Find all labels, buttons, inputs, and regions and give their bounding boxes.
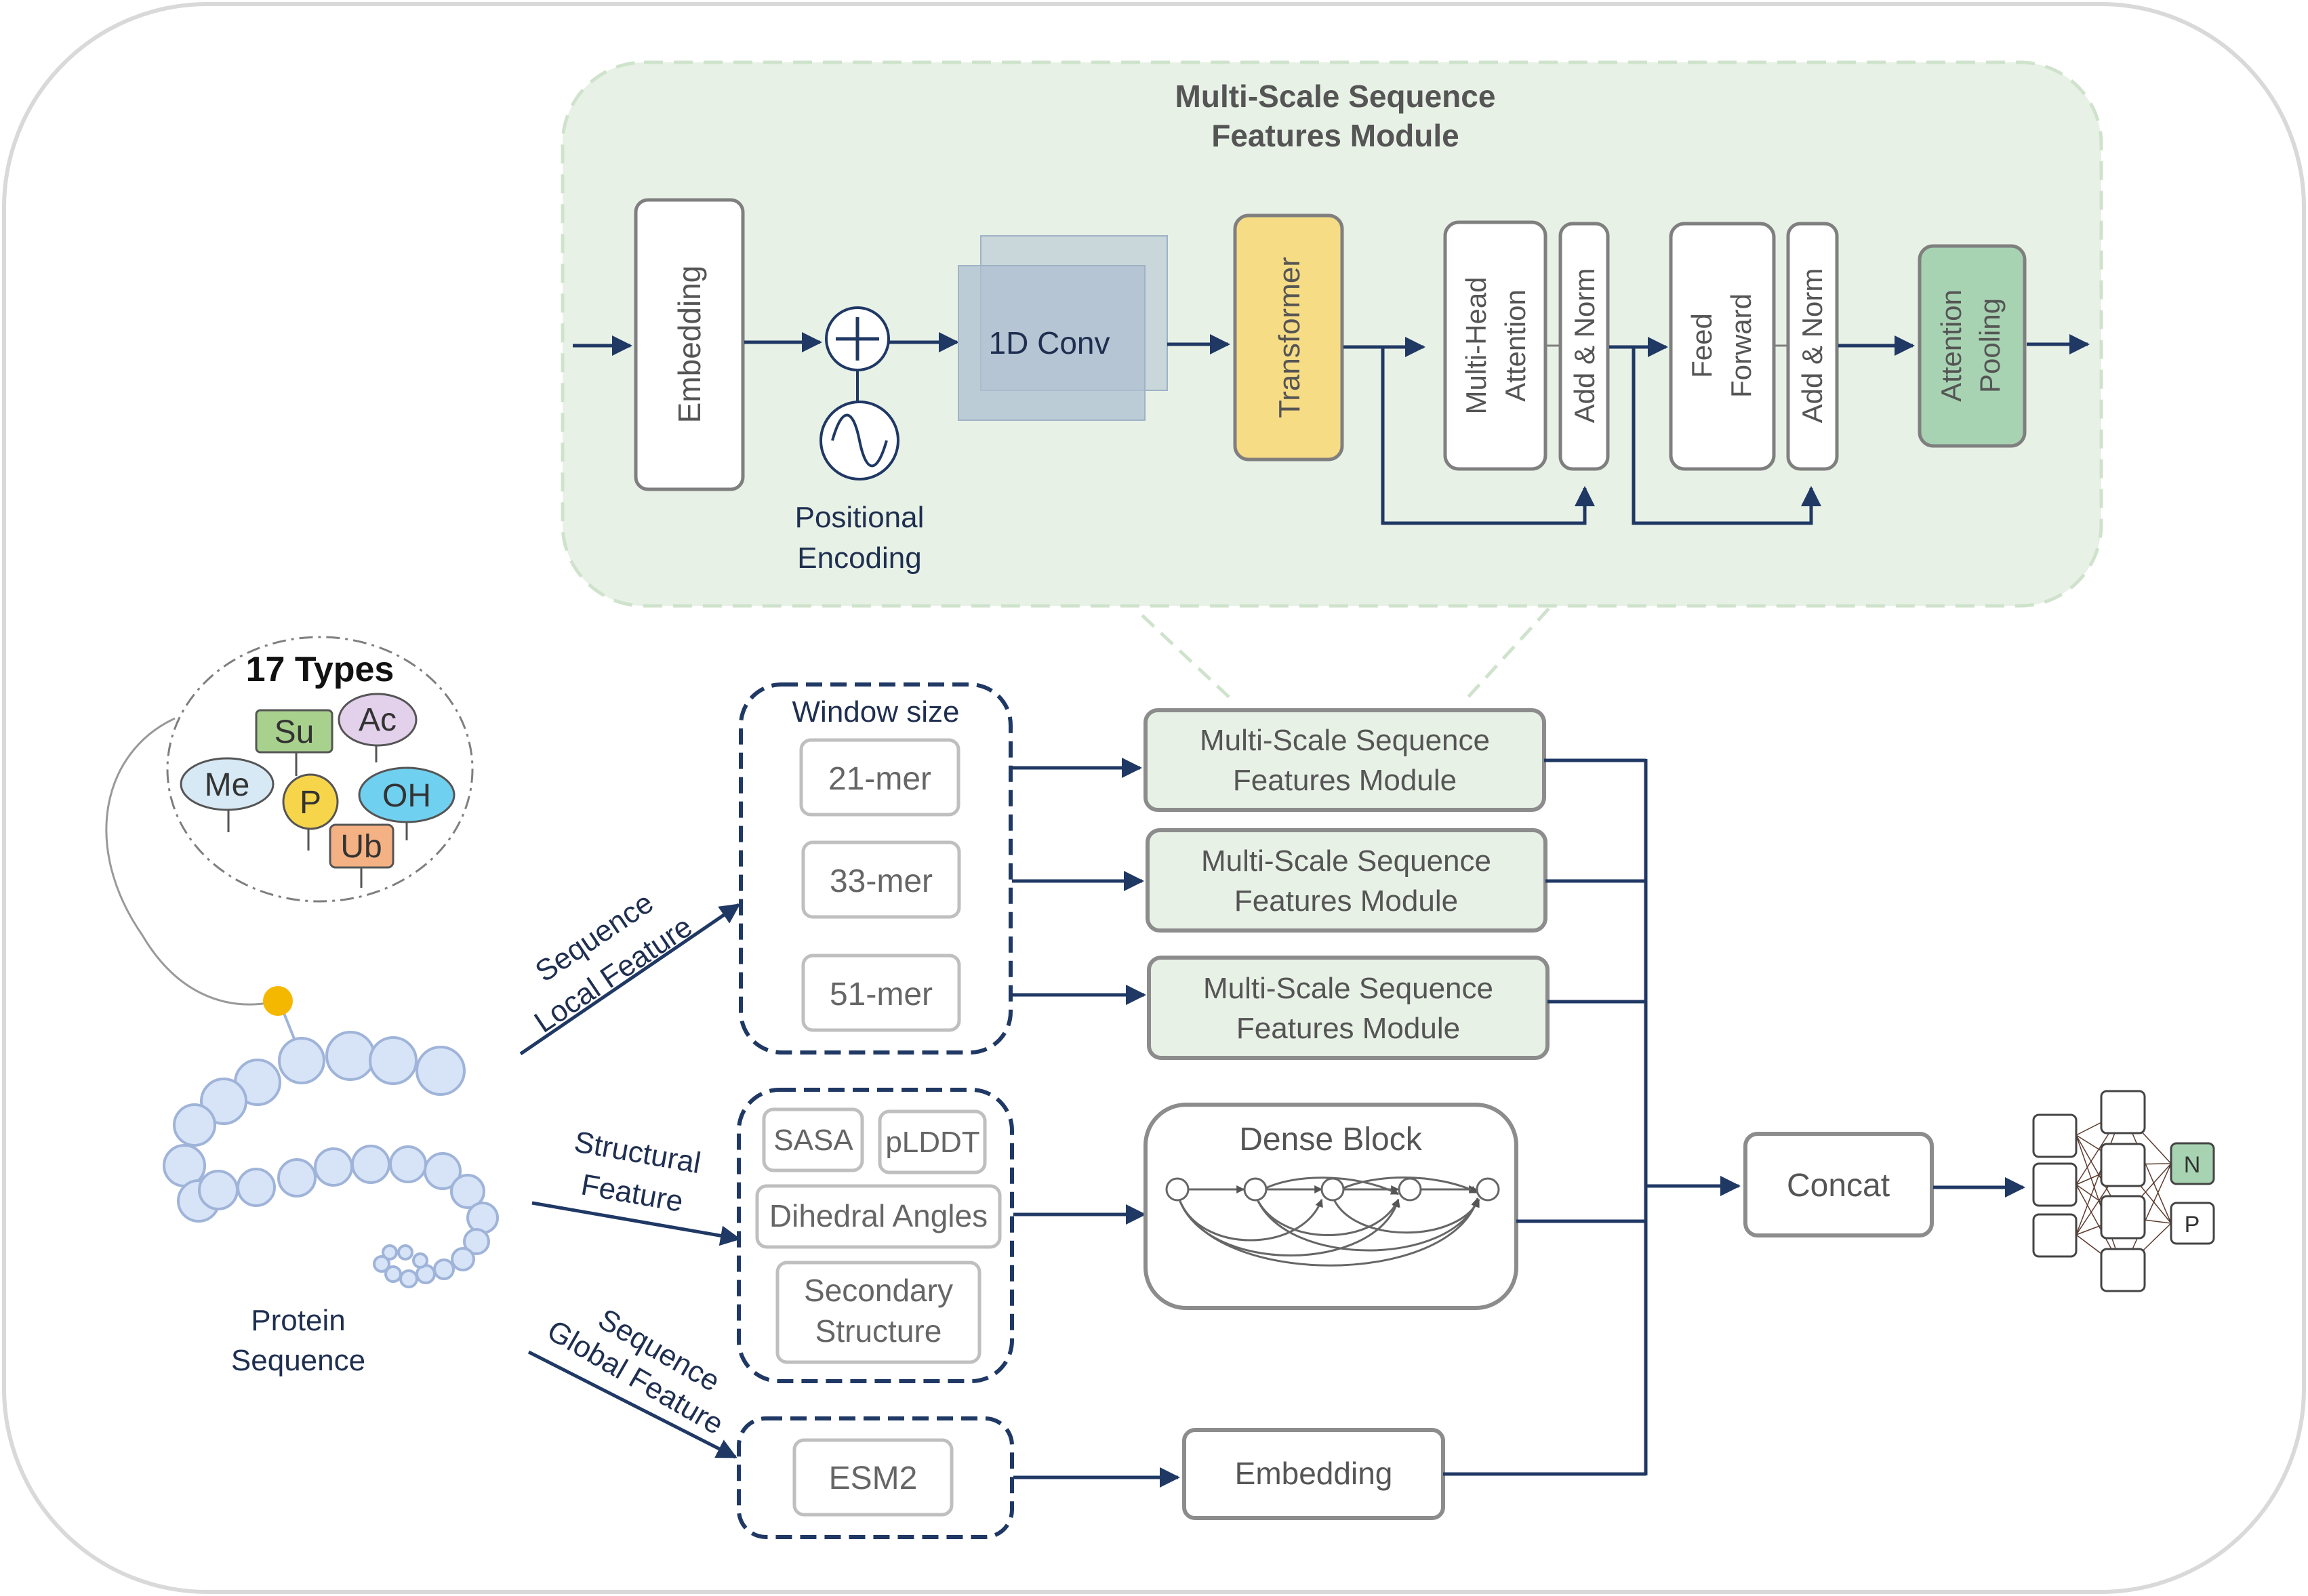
- concat-label: Concat: [1787, 1168, 1890, 1204]
- global-embedding-label: Embedding: [1235, 1456, 1393, 1491]
- ptm-tag-me-label: Me: [205, 767, 250, 803]
- output-node-n: [2170, 1142, 2215, 1185]
- window-33mer: [801, 840, 961, 919]
- attention-pooling-line2: Pooling: [1974, 298, 2006, 393]
- sine-wave-icon: [819, 401, 899, 480]
- ptm-tag-p: [282, 773, 339, 830]
- esm2-label: ESM2: [829, 1460, 918, 1496]
- protein-sequence-line1: Protein: [251, 1304, 345, 1337]
- ptm-tether-line: [105, 717, 268, 1006]
- window-21mer-label: 21-mer: [828, 761, 931, 797]
- classifier-network: N P: [2032, 1090, 2215, 1292]
- embedding-label: Embedding: [672, 266, 707, 424]
- ptm-types-group: 17 Types Su Ac Me P OH Ub: [166, 636, 474, 903]
- hidden-node: [2100, 1195, 2146, 1240]
- mha-label-line1: Multi-Head: [1460, 277, 1492, 414]
- ptm-tag-ub-label: Ub: [340, 829, 382, 865]
- ptm-tag-p-label: P: [300, 785, 321, 821]
- output-node-n-label: N: [2184, 1152, 2201, 1178]
- window-51mer-label: 51-mer: [830, 977, 933, 1012]
- sasa-label: SASA: [773, 1124, 853, 1157]
- input-node: [2032, 1162, 2078, 1207]
- module-detail-panel: Multi-Scale Sequence Features Module Emb…: [561, 60, 2103, 608]
- hidden-node: [2100, 1248, 2146, 1292]
- add-norm-box-1: [1558, 222, 1610, 471]
- transformer-label: Transformer: [1273, 257, 1306, 418]
- ptm-tag-su-label: Su: [275, 714, 315, 750]
- merge-lines: [1443, 758, 1648, 1476]
- feature-module-3: [1147, 956, 1550, 1060]
- window-21mer: [799, 738, 960, 817]
- dihedral-angles-label: Dihedral Angles: [769, 1198, 988, 1233]
- protein-sequence-line2: Sequence: [231, 1344, 365, 1377]
- plddt-box: [878, 1109, 987, 1174]
- ptm-tag-oh-label: OH: [382, 778, 431, 814]
- feed-forward-label-line2: Forward: [1725, 293, 1757, 398]
- ptm-tag-ac-label: Ac: [359, 702, 397, 738]
- input-node: [2032, 1213, 2078, 1258]
- global-feature-arrow: [527, 1350, 737, 1459]
- window-size-title: Window size: [792, 695, 960, 729]
- conv-label: 1D Conv: [989, 325, 1110, 361]
- add-norm-label-2: Add & Norm: [1796, 268, 1828, 424]
- output-node-p-label: P: [2185, 1212, 2200, 1237]
- ptm-tag-ub: [329, 823, 394, 869]
- add-norm-box-2: [1786, 222, 1839, 471]
- dense-block: [1143, 1103, 1518, 1310]
- window-33mer-label: 33-mer: [830, 863, 933, 899]
- transformer-box: [1233, 213, 1344, 462]
- output-node-p: [2170, 1202, 2215, 1245]
- protein-chain: [163, 1031, 499, 1288]
- attention-pooling-line1: Attention: [1935, 289, 1967, 402]
- hidden-node: [2100, 1143, 2146, 1187]
- structural-feature-arrow: [531, 1201, 741, 1246]
- plus-icon: [825, 306, 890, 371]
- dihedral-angles-box: [755, 1184, 1002, 1249]
- attention-pooling-box: [1918, 244, 2027, 448]
- ptm-tag-me: [180, 757, 275, 811]
- dense-block-title: Dense Block: [1239, 1122, 1422, 1158]
- ptm-tag-ac: [338, 693, 418, 747]
- secondary-structure-line1: Secondary: [804, 1273, 953, 1308]
- secondary-structure-line2: Structure: [815, 1313, 942, 1349]
- hidden-node: [2100, 1090, 2146, 1134]
- zoom-line-right: [1463, 607, 1550, 703]
- dense-connections-graph: [1178, 1176, 1480, 1267]
- positional-encoding-line2: Encoding: [797, 541, 921, 575]
- window-51mer: [801, 954, 961, 1032]
- feature-module-1-line2: Features Module: [1233, 764, 1457, 797]
- conv-block: [958, 235, 1168, 421]
- add-norm-label-1: Add & Norm: [1568, 268, 1600, 424]
- feed-forward-label-line1: Feed: [1686, 313, 1718, 378]
- secondary-structure-box: [775, 1261, 981, 1364]
- positional-encoding-line1: Positional: [795, 501, 925, 534]
- feature-module-3-line2: Features Module: [1236, 1012, 1460, 1045]
- module-detail-title-line2: Features Module: [1211, 118, 1459, 153]
- mha-label-line2: Attention: [1499, 289, 1531, 402]
- plddt-label: pLDDT: [885, 1126, 979, 1159]
- ptm-tag-su: [255, 709, 333, 754]
- dense-nodes: [1165, 1177, 1500, 1202]
- embedding-box: [634, 198, 745, 491]
- feature-module-1-line1: Multi-Scale Sequence: [1200, 724, 1490, 757]
- ptm-types-title: 17 Types: [246, 650, 394, 689]
- feature-module-3-line1: Multi-Scale Sequence: [1203, 972, 1493, 1005]
- sasa-box: [762, 1107, 864, 1172]
- residual-connection-1: [1381, 347, 1595, 525]
- residual-connection-2: [1632, 347, 1821, 525]
- local-feature-arrow: [519, 903, 741, 1056]
- ptm-tag-oh: [358, 766, 455, 823]
- input-node: [2032, 1113, 2078, 1158]
- esm2-box: [792, 1438, 954, 1517]
- feature-module-2-line1: Multi-Scale Sequence: [1201, 844, 1491, 878]
- concat-box: [1743, 1132, 1934, 1237]
- zoom-line-left: [1141, 614, 1235, 703]
- feature-module-2-line2: Features Module: [1234, 884, 1458, 918]
- module-detail-title-line1: Multi-Scale Sequence: [1175, 79, 1496, 114]
- modification-site-dot: [263, 986, 293, 1016]
